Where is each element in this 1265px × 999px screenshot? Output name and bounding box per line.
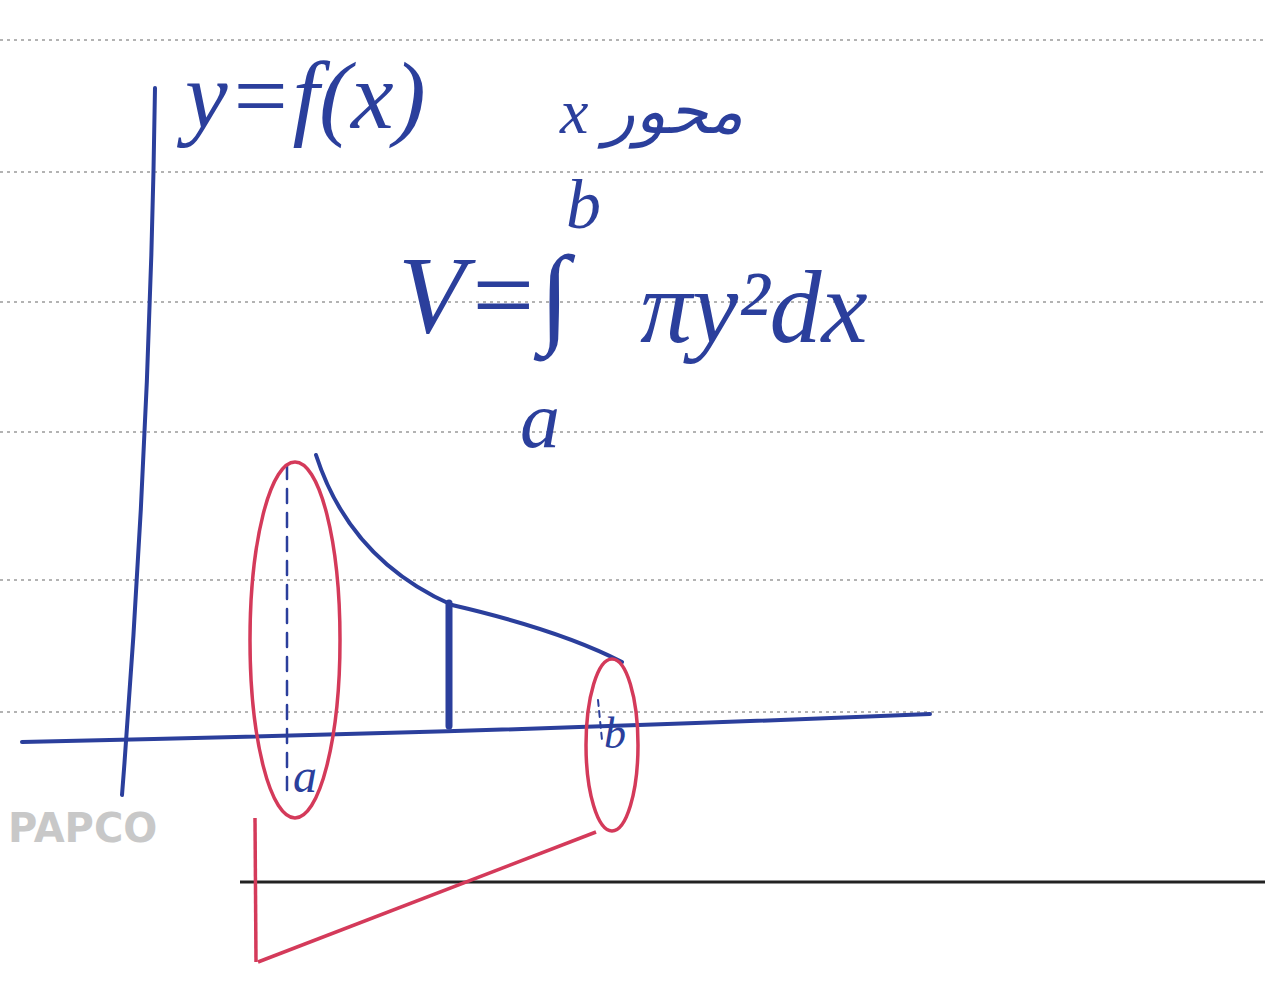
axis-note: محور x <box>560 80 743 144</box>
axes-and-curve <box>22 88 930 795</box>
ruled-lines <box>0 40 1265 712</box>
upper-limit: b <box>566 170 601 240</box>
watermark: PAPCO <box>8 808 157 848</box>
point-label: a <box>293 752 317 800</box>
point-label: b <box>604 712 626 756</box>
integrand: πy²dx <box>640 255 868 359</box>
solid-outline <box>250 462 638 962</box>
lower-limit: a <box>520 380 560 460</box>
function-label: y=f(x) <box>185 48 426 144</box>
volume-formula: V=∫ <box>398 240 570 350</box>
margin-line <box>240 881 1265 884</box>
